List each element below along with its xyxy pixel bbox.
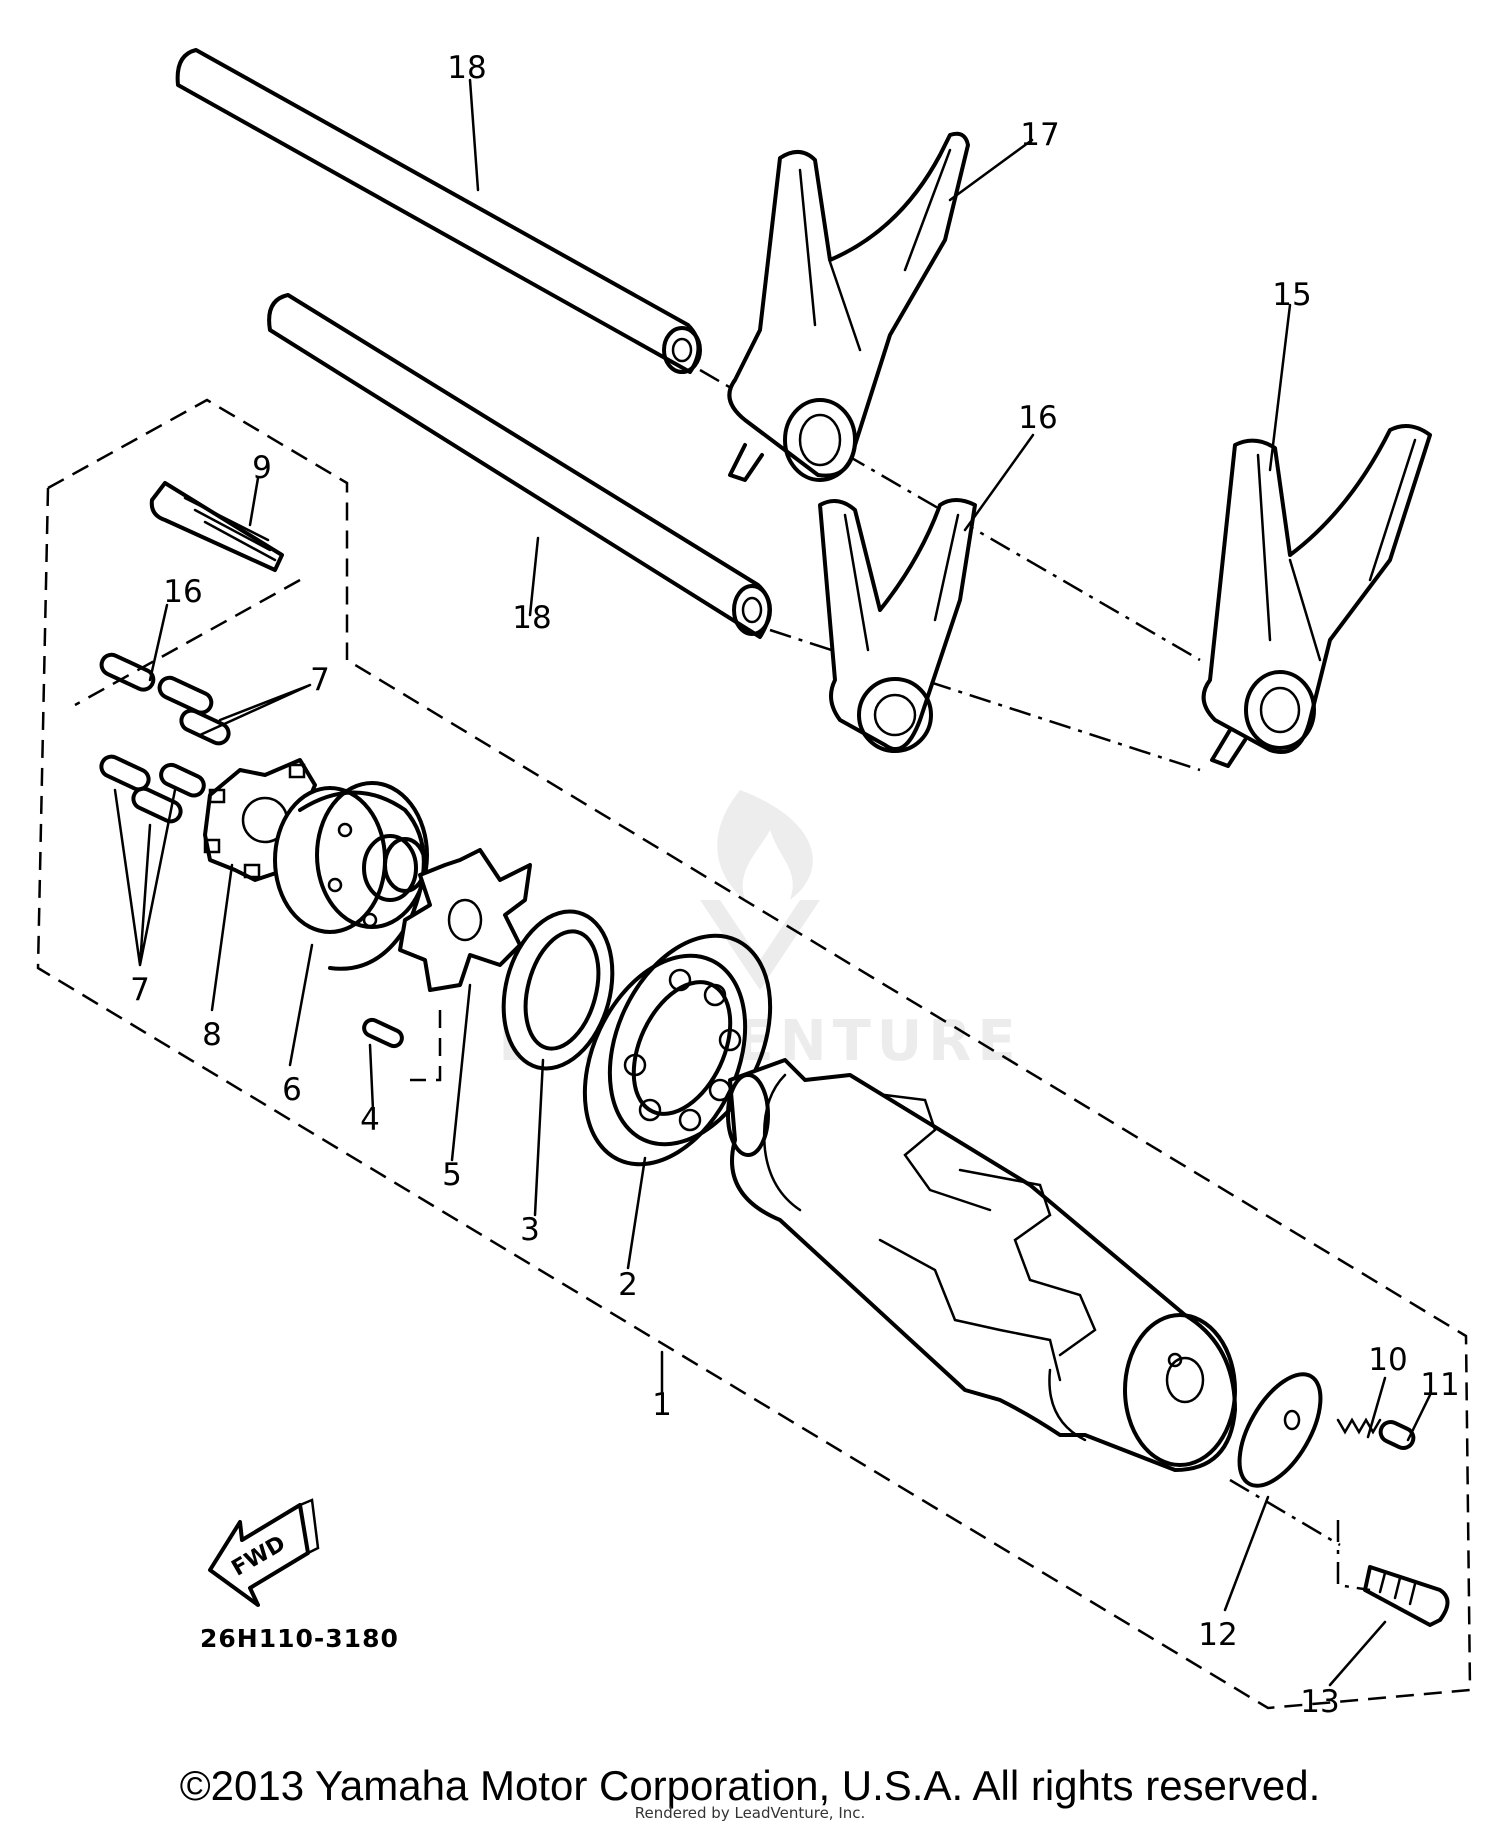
diagram-code: 26H110-3180 [200,1624,399,1653]
callout-4: 4 [360,1102,380,1138]
callout-18-lower: 18 [512,600,551,636]
callout-7-upper: 7 [310,662,330,698]
callout-15: 15 [1272,277,1311,313]
pins-7 [99,652,231,824]
callout-8: 8 [202,1017,222,1053]
rendered-by-notice: Rendered by LeadVenture, Inc. [634,1804,866,1822]
callout-12: 12 [1198,1617,1237,1653]
shift-drum-1 [726,1058,1237,1472]
callout-11: 11 [1420,1367,1459,1403]
drum-centerline [1229,1478,1341,1547]
screw-centerline [1336,1520,1371,1592]
callout-18-upper: 18 [447,50,486,86]
callout-6: 6 [282,1072,302,1108]
watermark-logo-icon [700,790,820,990]
callout-3: 3 [520,1212,540,1248]
callout-10: 10 [1368,1342,1407,1378]
segment-6 [273,781,429,971]
callout-16: 16 [1018,400,1057,436]
washer-3 [501,909,615,1071]
screw-13 [1363,1565,1450,1627]
callout-2: 2 [618,1267,638,1303]
callout-13: 13 [1300,1684,1339,1720]
callout-9: 9 [252,450,272,486]
screw-9 [149,481,284,572]
fwd-arrow-icon [208,1498,320,1607]
dowel-pin-4 [362,1017,404,1049]
spring-10 [1336,1417,1382,1435]
copyright-notice: ©2013 Yamaha Motor Corporation, U.S.A. A… [179,1762,1321,1809]
callout-14: 16 [163,574,202,610]
pin-group-boundary [74,578,301,707]
callout-17: 17 [1020,117,1059,153]
shift-fork-shaft-upper [175,48,702,374]
shift-fork-15 [1201,424,1432,768]
callout-5: 5 [442,1157,462,1193]
shift-fork-shaft-lower [267,293,772,639]
upper-assembly-boundary [47,398,349,660]
side-plate-12 [1237,1372,1323,1488]
shift-fork-17 [727,131,970,482]
fwd-label: FWD [228,1531,290,1581]
stopper-cam-5 [398,848,532,992]
shift-fork-16 [818,498,977,753]
callout-7-lower: 7 [130,972,150,1008]
callout-1: 1 [652,1387,672,1423]
lower-assembly-boundary [36,487,1472,1710]
leader-lines [113,78,1432,1687]
plunger-11 [1378,1420,1416,1450]
pin4-group-boundary [410,1010,442,1082]
